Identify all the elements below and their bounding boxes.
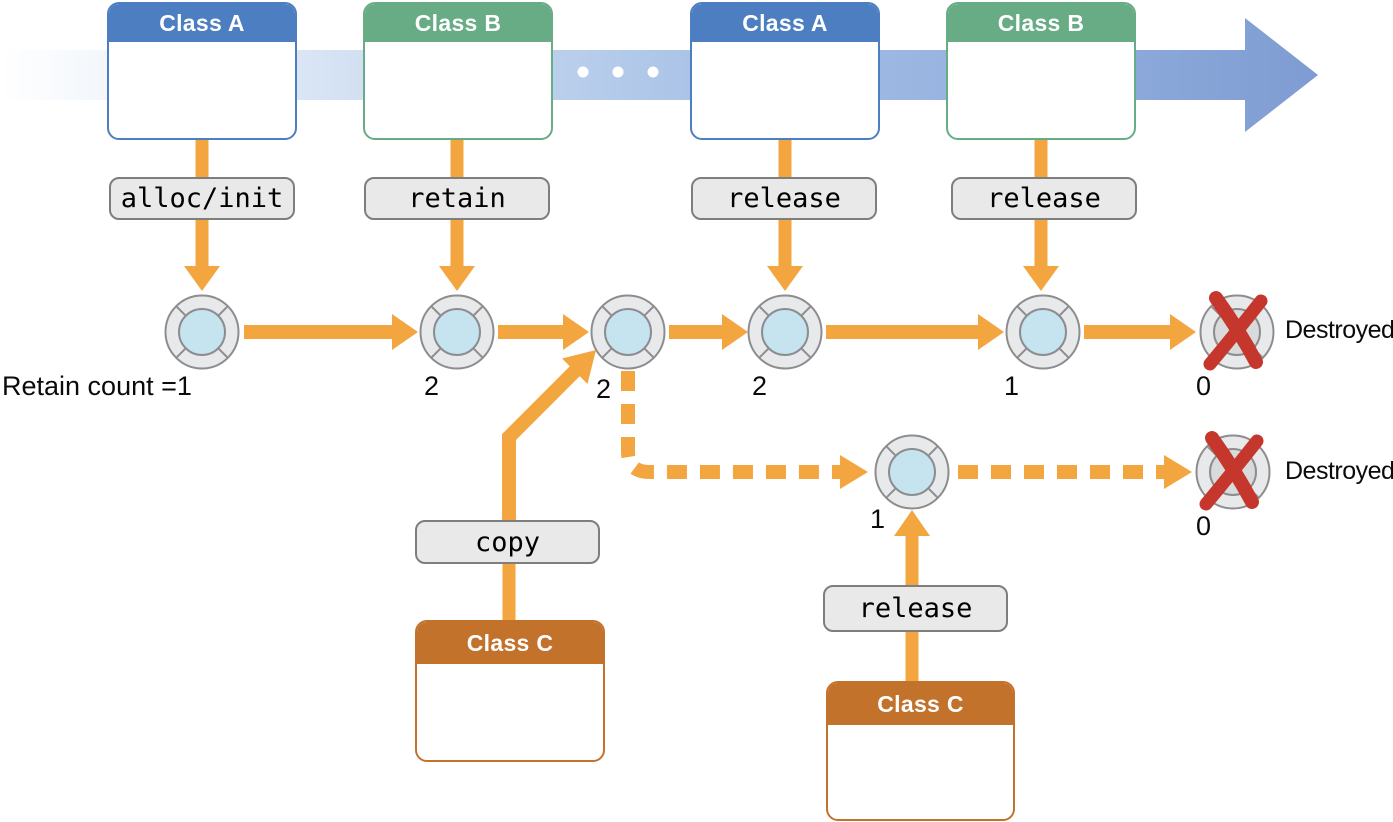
up-arrow-icon <box>894 510 930 683</box>
class-box-title: Class C <box>828 683 1013 725</box>
count-label: 0 <box>1196 371 1212 401</box>
down-arrow-shaft <box>195 139 209 181</box>
count-label: 1 <box>870 504 886 534</box>
class-box-b1: Class B <box>363 2 553 140</box>
object-icon <box>419 294 495 370</box>
object-icon <box>1005 294 1081 370</box>
down-arrow-shaft <box>778 139 792 181</box>
class-box-c-copy: Class C <box>415 620 605 762</box>
destroyed-label-main: Destroyed <box>1285 316 1393 344</box>
down-arrow-icon <box>1023 218 1059 291</box>
action-pill-release-3: release <box>823 585 1008 632</box>
class-box-title: Class A <box>109 4 295 42</box>
right-arrow-icon <box>1084 314 1196 350</box>
down-arrow-icon <box>767 218 803 291</box>
down-arrow-shaft <box>1034 139 1048 181</box>
action-pill-alloc-init: alloc/init <box>109 177 295 220</box>
action-pill-retain: retain <box>364 177 550 220</box>
right-arrow-icon <box>498 314 589 350</box>
destroyed-label-copy: Destroyed <box>1285 457 1393 485</box>
class-box-title: Class B <box>365 4 551 42</box>
retain-count-label: Retain count =1 <box>2 371 192 401</box>
class-box-title: Class B <box>948 4 1134 42</box>
down-arrow-icon <box>439 218 475 291</box>
count-label: 2 <box>596 374 612 404</box>
timeline-arrow-icon <box>0 18 1318 132</box>
action-pill-release-1: release <box>691 177 877 220</box>
object-icon <box>590 294 666 370</box>
count-label: 2 <box>752 371 768 401</box>
class-box-b2: Class B <box>946 2 1136 140</box>
class-box-title: Class C <box>417 622 603 664</box>
object-icon <box>747 294 823 370</box>
class-box-a2: Class A <box>690 2 880 140</box>
object-icon <box>164 294 240 370</box>
down-arrow-icon <box>184 218 220 291</box>
class-box-title: Class A <box>692 4 878 42</box>
copied-object-icon <box>874 434 950 510</box>
right-arrow-icon <box>669 314 748 350</box>
count-label: 0 <box>1196 511 1212 541</box>
dashed-arrow-icon <box>958 455 1192 489</box>
action-pill-release-2: release <box>951 177 1137 220</box>
flow-arrows <box>184 139 1196 683</box>
right-arrow-icon <box>826 314 1004 350</box>
ellipsis-dots-icon <box>577 66 659 78</box>
down-arrow-shaft <box>450 139 464 181</box>
copy-bent-arrow-icon <box>502 350 596 622</box>
dashed-arrow-icon <box>621 371 868 489</box>
action-pill-copy: copy <box>415 520 600 564</box>
count-label: 1 <box>1004 371 1020 401</box>
class-box-c-release: Class C <box>826 681 1015 821</box>
right-arrow-icon <box>244 314 418 350</box>
class-box-a1: Class A <box>107 2 297 140</box>
count-label: 2 <box>424 371 440 401</box>
